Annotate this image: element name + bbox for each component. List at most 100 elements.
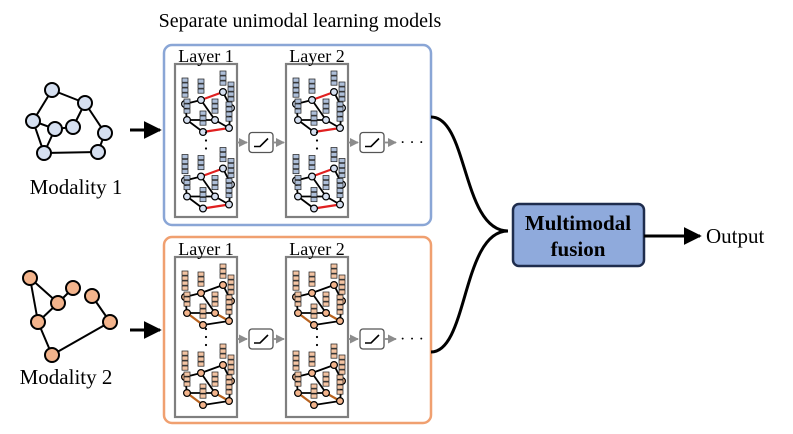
feature-cell (211, 108, 219, 114)
graph-node (330, 361, 339, 370)
graph-node (211, 192, 220, 201)
feature-cell (292, 280, 300, 286)
feature-cell (219, 157, 227, 163)
feature-cell (181, 87, 189, 93)
feature-cell (181, 350, 189, 356)
graph-node (219, 164, 228, 173)
graph-node (310, 204, 319, 213)
feature-cell (181, 159, 189, 165)
feature-cell (310, 303, 318, 309)
feature-cell (330, 353, 338, 359)
feature-cell (197, 83, 205, 89)
feature-cell (227, 168, 235, 174)
feature-cell (292, 77, 300, 83)
feature-cell (308, 271, 316, 277)
feature-cell (338, 284, 346, 290)
activation-function-icon (248, 328, 274, 350)
graph-node (294, 389, 303, 398)
feature-cell (197, 271, 205, 277)
vertical-ellipsis-dot (204, 139, 208, 142)
feature-cell (338, 274, 346, 280)
graph-node (225, 123, 234, 132)
graph-edge (202, 400, 230, 406)
feature-cell (292, 82, 300, 88)
graph-node (308, 289, 317, 298)
feature-cell (294, 291, 302, 297)
feature-cell (294, 175, 302, 181)
feature-cell (310, 308, 318, 314)
continuation-ellipsis: · · · (400, 331, 424, 348)
feature-cell (336, 111, 344, 117)
feature-cell (211, 185, 219, 191)
activation-function-icon (359, 328, 385, 350)
feature-cell (336, 116, 344, 122)
feature-cell (338, 173, 346, 179)
feature-cell (225, 106, 233, 112)
feature-cell (183, 175, 191, 181)
graph-node (294, 309, 303, 318)
graph-node (183, 389, 192, 398)
activation-function-icon (359, 131, 385, 154)
feature-cell (292, 275, 300, 281)
diagram-title: Separate unimodal learning models (159, 10, 442, 32)
highlighted-edge (202, 126, 230, 134)
feature-cell (211, 291, 219, 297)
feature-cell (308, 83, 316, 89)
feature-cell (199, 388, 207, 394)
graph-node (336, 397, 345, 406)
feature-cell (183, 180, 191, 186)
feature-cell (308, 78, 316, 84)
feature-cell (338, 279, 346, 285)
modality-1-nodes (25, 82, 113, 161)
vertical-ellipsis-dot (315, 327, 319, 331)
graph-node (219, 87, 228, 96)
feature-cell (181, 365, 189, 371)
vertical-ellipsis-dot (315, 139, 319, 142)
feature-cell (308, 155, 316, 161)
feature-cell (292, 285, 300, 291)
feature-cell (292, 350, 300, 356)
feature-cell (219, 70, 227, 76)
feature-cell (227, 359, 235, 365)
graph-edge (311, 175, 327, 198)
graph-edge (313, 400, 341, 406)
feature-cell (310, 110, 318, 116)
feature-cell (199, 393, 207, 399)
feature-cell (181, 154, 189, 160)
feature-cell (225, 384, 233, 390)
graph-node (197, 172, 206, 181)
graph-node (308, 369, 317, 378)
feature-cell (227, 279, 235, 285)
feature-cell (310, 313, 318, 319)
graph-node (294, 115, 303, 124)
graph-node (294, 192, 303, 201)
feature-cell (308, 165, 316, 171)
graph-node (330, 87, 339, 96)
graph-node (183, 115, 192, 124)
feature-cell (183, 98, 191, 104)
graph-node (310, 401, 319, 410)
feature-cell (322, 185, 330, 191)
feature-cell (183, 108, 191, 114)
feature-cell (183, 296, 191, 302)
feature-cell (199, 313, 207, 319)
feature-cell (183, 381, 191, 387)
feature-cell (211, 371, 219, 377)
feature-cell (181, 270, 189, 276)
graph-edge (202, 320, 230, 326)
feature-cell (197, 356, 205, 362)
feature-cell (336, 193, 344, 199)
feature-cell (322, 381, 330, 387)
feature-cell (310, 187, 318, 193)
graph-node (219, 281, 228, 290)
feature-cell (330, 70, 338, 76)
layer-label: Layer 2 (289, 46, 344, 66)
graph-node (308, 95, 317, 104)
vertical-ellipsis-dot (315, 343, 319, 347)
feature-cell (197, 361, 205, 367)
graph-node (330, 281, 339, 290)
feature-cell (330, 263, 338, 269)
feature-cell (225, 183, 233, 189)
feature-cell (183, 371, 191, 377)
feature-cell (225, 101, 233, 107)
